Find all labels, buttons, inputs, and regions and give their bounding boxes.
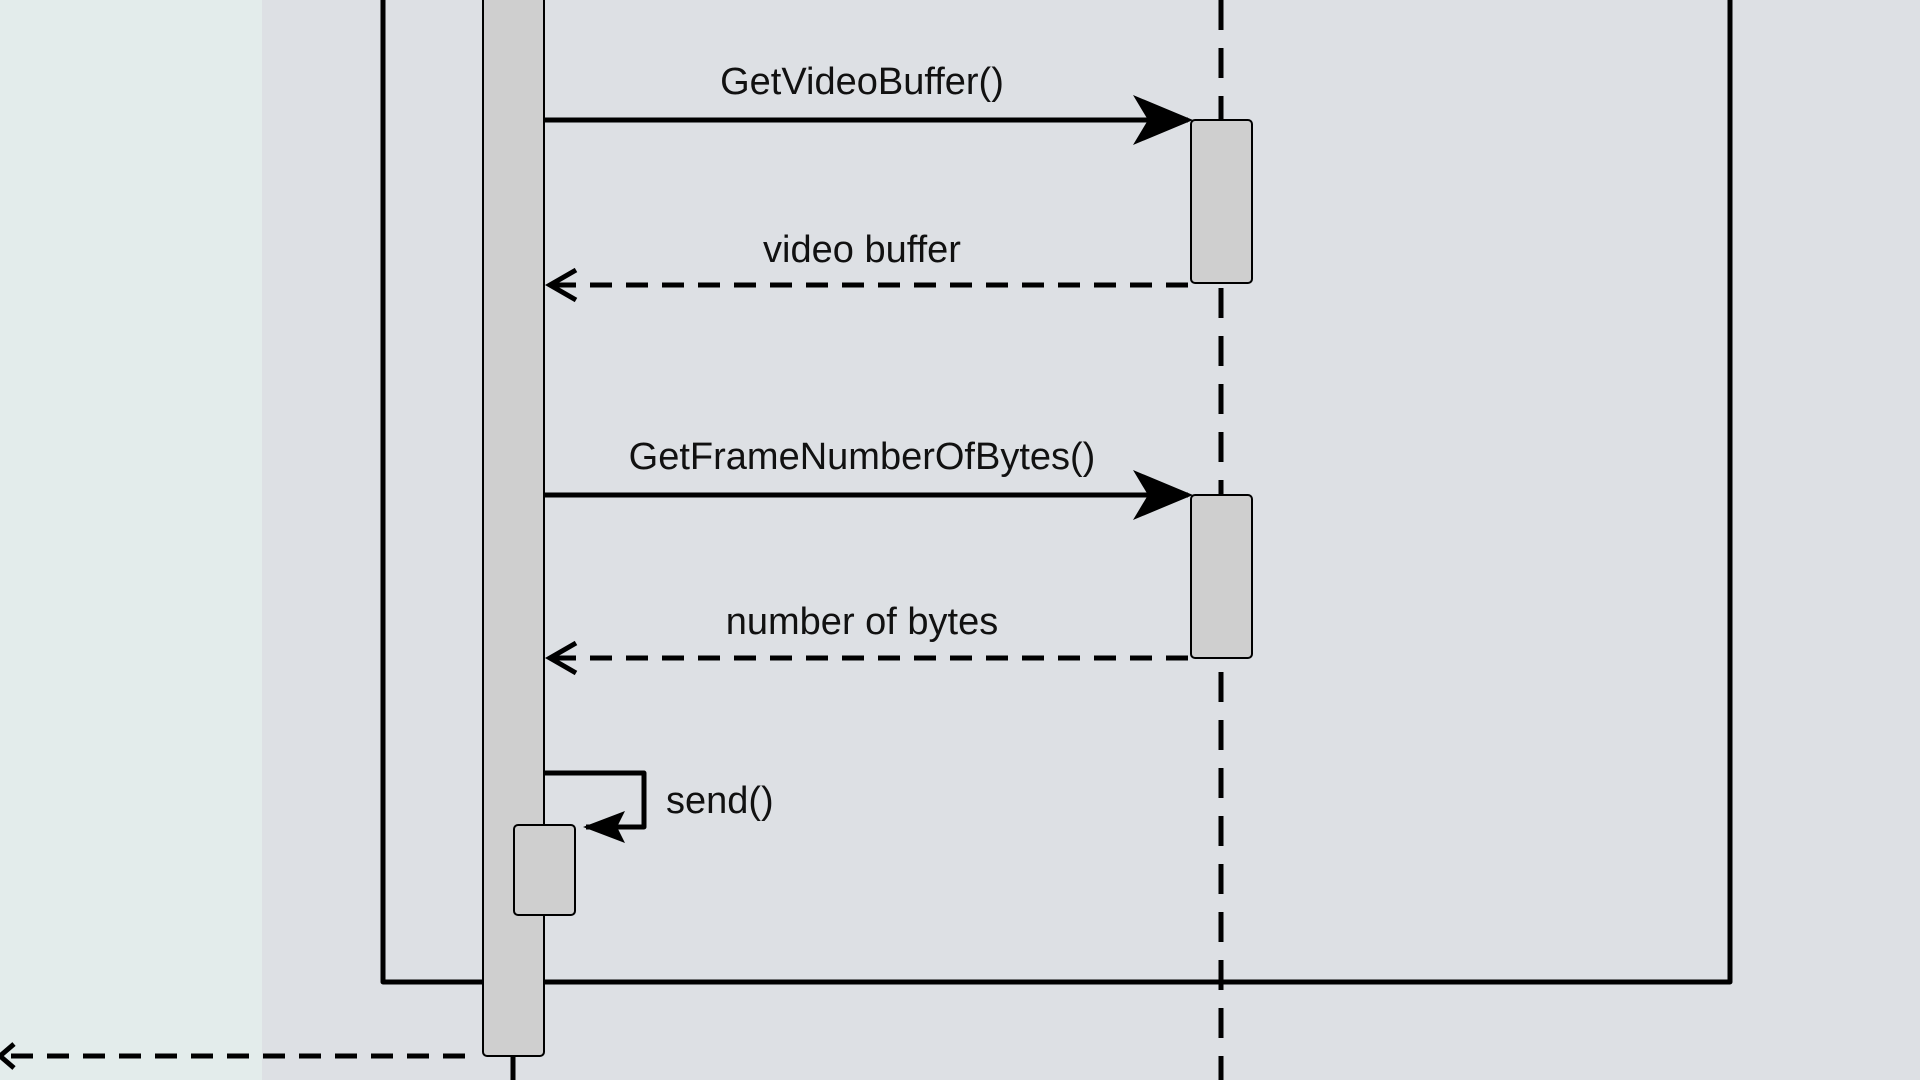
activation-box-self-call [513, 824, 576, 916]
fragment-frame [380, 0, 1733, 985]
message-label-video-buffer: video buffer [763, 229, 961, 271]
activation-box-right-2 [1190, 494, 1253, 659]
return-arrowhead-outgoing [0, 1042, 16, 1070]
return-arrowhead-number-of-bytes [544, 640, 578, 676]
message-label-send: send() [666, 780, 774, 822]
self-call-arrowhead-send [583, 811, 625, 843]
message-label-get-video-buffer: GetVideoBuffer() [720, 61, 1004, 103]
return-arrowhead-video-buffer [544, 267, 578, 303]
message-label-get-frame-number-of-bytes: GetFrameNumberOfBytes() [629, 436, 1096, 478]
activation-box-right-1 [1190, 119, 1253, 284]
left-band [0, 0, 262, 1080]
message-label-number-of-bytes: number of bytes [726, 601, 998, 643]
